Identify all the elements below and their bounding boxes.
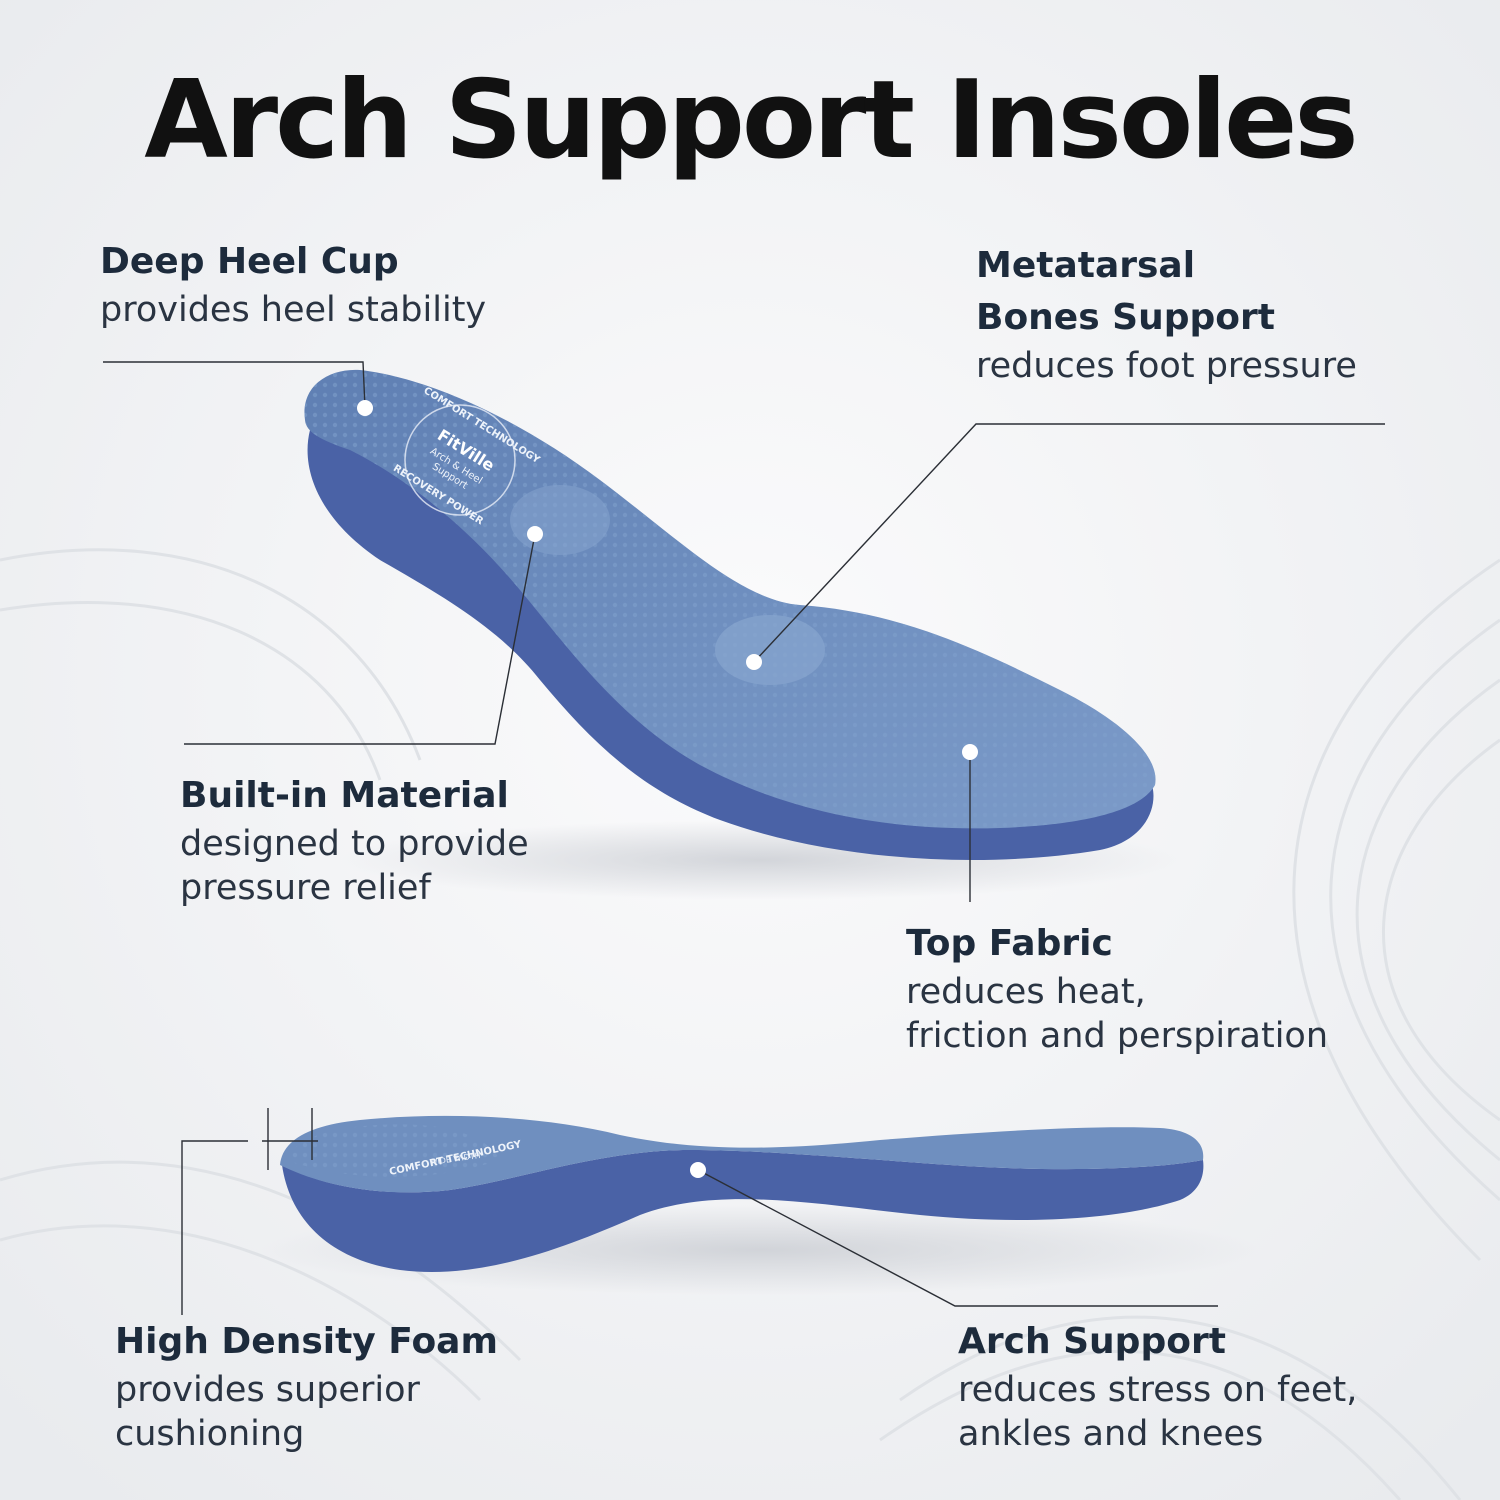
metatarsal-pad	[715, 615, 825, 685]
callout-high-density-foam: High Density Foam provides superior cush…	[115, 1316, 498, 1456]
leader-heel-cup	[103, 361, 366, 409]
callout-description: reduces foot pressure	[976, 346, 1357, 386]
marker-arch	[690, 1162, 706, 1178]
callout-description: provides heel stability	[100, 290, 487, 330]
arch-highlight	[510, 485, 610, 555]
leader-metatarsal	[753, 423, 1385, 663]
callout-built-in-material: Built-in Material designed to provide pr…	[180, 770, 529, 910]
upper-insole: COMFORT TECHNOLOGY FitVille Arch & Heel …	[304, 369, 1156, 860]
callout-heading: Metatarsal Bones Support	[976, 245, 1275, 338]
marker-heel-cup	[357, 400, 373, 416]
callout-heading: High Density Foam	[115, 1321, 498, 1362]
callout-heading: Top Fabric	[906, 923, 1113, 964]
callout-heading: Deep Heel Cup	[100, 241, 399, 282]
callout-description: designed to provide pressure relief	[180, 824, 529, 908]
marker-built-in	[527, 526, 543, 542]
callout-heading: Arch Support	[958, 1321, 1226, 1362]
marker-metatarsal	[746, 654, 762, 670]
callout-top-fabric: Top Fabric reduces heat, friction and pe…	[906, 918, 1328, 1058]
page-title: Arch Support Insoles	[144, 58, 1358, 183]
lower-insole-top	[280, 1115, 1204, 1193]
lower-insole: COMFORT TECHNOLOGY WIDE WIDTH	[280, 1115, 1204, 1272]
callout-description: reduces stress on feet, ankles and knees	[958, 1370, 1358, 1454]
leader-foam	[181, 1140, 248, 1315]
leader-built-in	[184, 533, 536, 745]
callout-heel-cup: Deep Heel Cup provides heel stability	[100, 236, 486, 332]
callout-metatarsal: Metatarsal Bones Support reduces foot pr…	[976, 240, 1357, 388]
callout-description: provides superior cushioning	[115, 1370, 420, 1454]
callout-arch-support: Arch Support reduces stress on feet, ank…	[958, 1316, 1357, 1456]
callout-description: reduces heat, friction and perspiration	[906, 972, 1329, 1056]
lower-insole-side	[282, 1150, 1204, 1272]
marker-top-fabric	[962, 744, 978, 760]
callout-heading: Built-in Material	[180, 775, 509, 816]
leader-arch	[697, 1169, 1218, 1307]
